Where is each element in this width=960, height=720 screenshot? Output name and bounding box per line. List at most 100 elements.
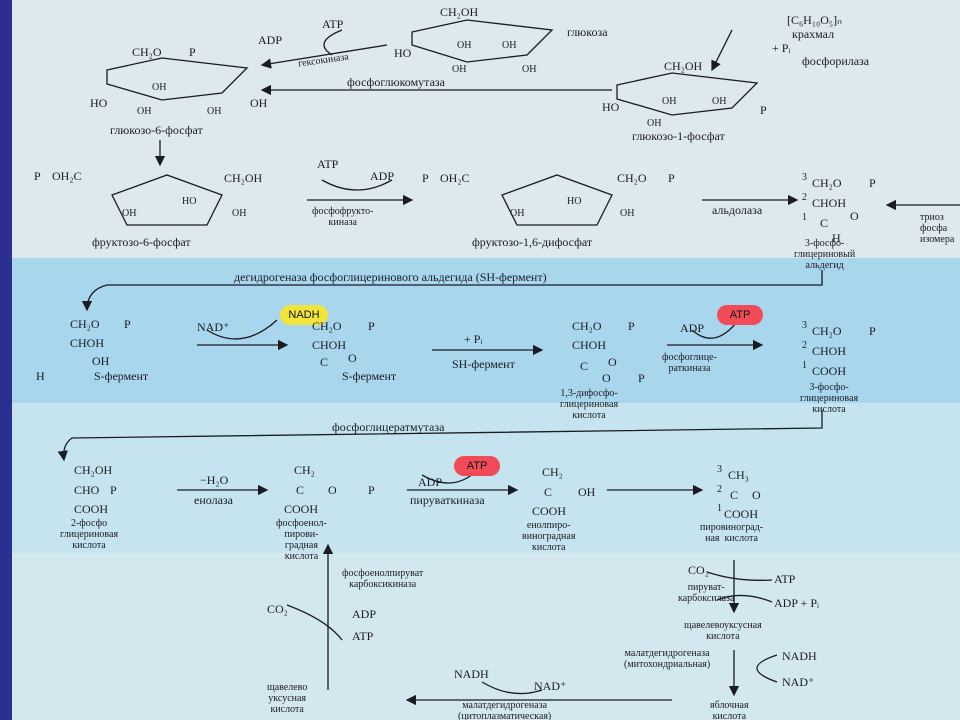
gap-c3: 3 bbox=[802, 172, 807, 183]
g6p-oh: OH bbox=[250, 96, 268, 110]
pg3-c1: 1 bbox=[802, 360, 807, 371]
bpg-l2: CHOH bbox=[572, 338, 607, 352]
fbp-oh2: OH bbox=[620, 208, 635, 219]
hexokinase-arrow bbox=[260, 44, 388, 69]
acyl-c: C bbox=[320, 355, 329, 369]
fbp-p2: P bbox=[668, 171, 675, 185]
pfk-cofactor-curve bbox=[321, 179, 393, 191]
pyr-c3: 3 bbox=[717, 464, 722, 475]
oaa-mito: щавелевоуксусная кислота bbox=[684, 620, 762, 642]
pc-label: пируват- карбоксилаза bbox=[678, 582, 735, 604]
bpg-o2: O bbox=[602, 371, 611, 385]
pyr-c2: 2 bbox=[717, 484, 722, 495]
pyr-l3: COOH bbox=[724, 507, 759, 521]
g6p-p: P bbox=[189, 45, 196, 59]
fbp-ho: HO bbox=[567, 196, 582, 207]
acyl-p: P bbox=[368, 319, 375, 333]
glucose-ho: HO bbox=[394, 46, 412, 60]
gap-h: H bbox=[832, 231, 841, 245]
f6p-oh2: OH bbox=[232, 208, 247, 219]
enolase-label: енолаза bbox=[194, 493, 233, 507]
g1p-top: CH₂OH bbox=[664, 59, 703, 73]
mdh-cyto-curve bbox=[481, 681, 543, 695]
starch-enzyme: фосфорилаза bbox=[802, 54, 870, 68]
pi-label: + Pᵢ bbox=[464, 332, 483, 346]
diagram-lines bbox=[57, 19, 960, 706]
pep-name: фосфоенол- пирови- градная кислота bbox=[276, 518, 327, 562]
pg2-p: P bbox=[110, 483, 117, 497]
pg2-l2: CHO bbox=[74, 483, 100, 497]
glucose-top: CH₂OH bbox=[440, 5, 479, 19]
pg3-l2: CHOH bbox=[812, 344, 847, 358]
oaa-cyto: щавелево уксусная кислота bbox=[267, 682, 308, 715]
glucose-oh4: OH bbox=[522, 64, 537, 75]
acyl-l2: CHOH bbox=[312, 338, 347, 352]
enolpyr-oh: OH bbox=[578, 485, 596, 499]
atp-badge-pk: ATP bbox=[454, 456, 500, 476]
starch-formula: [C₆H₁₀O₅]ₙ bbox=[787, 13, 842, 27]
pc-co2: CO₂ bbox=[688, 563, 709, 577]
bpg-c: C bbox=[580, 359, 589, 373]
pep-l1: CH₂ bbox=[294, 463, 315, 477]
hexokinase-atp: ATP bbox=[322, 17, 344, 31]
pg3-l1: CH₂O bbox=[812, 324, 842, 338]
enolpyr-l2: C bbox=[544, 485, 553, 499]
mdh-mito-nad: NAD⁺ bbox=[782, 675, 815, 689]
pg2-l1: CH₂OH bbox=[74, 463, 113, 477]
enolpyr-l3: COOH bbox=[532, 504, 567, 518]
malate: яблочная кислота bbox=[710, 700, 749, 720]
aldolase-label: альдолаза bbox=[712, 203, 763, 217]
gap-l1: CH₂O bbox=[812, 176, 842, 190]
nadh-badge: NADH bbox=[280, 305, 328, 325]
triose-label: триоз фосфа изомера bbox=[920, 212, 955, 245]
pk-adp: ADP bbox=[418, 475, 443, 489]
fbp-right: CH₂O bbox=[617, 171, 647, 185]
pgk-adp: ADP bbox=[680, 321, 705, 335]
acyl-sf: S-фермент bbox=[342, 369, 397, 383]
bpg-name: 1,3-дифосфо- глицериновая кислота bbox=[560, 388, 619, 421]
fbp-p: P bbox=[422, 171, 429, 185]
pc-atp: ATP bbox=[774, 572, 796, 586]
mdh-mito-label: малатдегидрогеназа (митохондриальная) bbox=[624, 648, 711, 670]
g6p-top: CH₂O bbox=[132, 45, 162, 59]
acyl-o: O bbox=[348, 351, 357, 365]
diagram-slide: NADH ATP ATP CH₂OH HO OH OH OH OH глюкоз… bbox=[12, 0, 960, 720]
thio-p: P bbox=[124, 317, 131, 331]
pg3-c2: 2 bbox=[802, 340, 807, 351]
mdh-cyto-label: малатдегидрогеназа (цитоплазматическая) bbox=[458, 700, 552, 720]
pc-curve-out bbox=[716, 594, 773, 603]
pyr-o: O bbox=[752, 488, 761, 502]
thio-h: H bbox=[36, 369, 45, 383]
g1p-oh1: OH bbox=[662, 96, 677, 107]
stage-band-2 bbox=[12, 258, 960, 403]
glucose-name: глюкоза bbox=[567, 25, 608, 39]
pep-p: P bbox=[368, 483, 375, 497]
g1p-ring bbox=[616, 72, 759, 116]
bpg-l1: CH₂O bbox=[572, 319, 602, 333]
fbp-ring bbox=[501, 174, 613, 226]
mdh-mito-nadh: NADH bbox=[782, 649, 817, 663]
pg3-name: 3-фосфо- глицериновая кислота bbox=[800, 382, 859, 415]
pyr-l1: CH₃ bbox=[728, 468, 749, 482]
enolpyr-l1: CH₂ bbox=[542, 465, 563, 479]
g1p-oh3: OH bbox=[712, 96, 727, 107]
gap-c2: 2 bbox=[802, 192, 807, 203]
gap-l3: C bbox=[820, 216, 829, 230]
starch-pi: + Pᵢ bbox=[772, 41, 791, 55]
thio-l2: CHOH bbox=[70, 336, 105, 350]
pk-label: пируваткиназа bbox=[410, 493, 485, 507]
gap-c1: 1 bbox=[802, 212, 807, 223]
acyl-l1: CH₂O bbox=[312, 319, 342, 333]
g6p-oh2: OH bbox=[137, 106, 152, 117]
g1p-oh2: OH bbox=[647, 118, 662, 129]
pg2-name: 2-фосфо глицериновая кислота bbox=[60, 518, 119, 551]
pepck-co2: CO₂ bbox=[267, 602, 288, 616]
g6p-ho: HO bbox=[90, 96, 108, 110]
fbp-name: фруктозо-1,6-дифосфат bbox=[472, 235, 593, 249]
g6p-oh3: OH bbox=[207, 106, 222, 117]
pc-adp: ADP + Pᵢ bbox=[774, 596, 819, 610]
glucose-oh3: OH bbox=[452, 64, 467, 75]
f6p-ring bbox=[111, 174, 223, 226]
g6p-ring bbox=[106, 57, 249, 101]
g1p-p: P bbox=[760, 103, 767, 117]
